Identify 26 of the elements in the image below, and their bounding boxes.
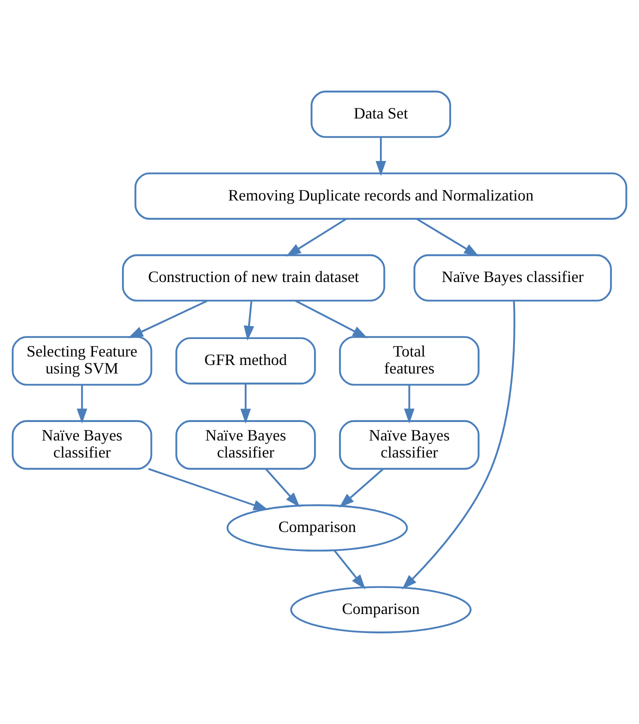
arrow: [376, 137, 386, 176]
arrow: [402, 300, 516, 590]
node-box: Naïve Bayes classifier: [413, 254, 612, 302]
node-box: Selecting Feature using SVM: [12, 336, 152, 386]
arrow: [240, 384, 251, 424]
arrow: [339, 468, 384, 508]
arrow: [265, 468, 300, 508]
node-box: Removing Duplicate records and Normalization: [134, 172, 628, 220]
arrow: [244, 300, 254, 341]
arrow: [334, 550, 366, 590]
arrow: [148, 468, 268, 510]
arrow: [76, 384, 88, 424]
arrow: [294, 300, 368, 338]
node-ellipse: Comparison: [290, 586, 472, 634]
node-box: Construction of new train dataset: [122, 254, 386, 302]
node-box: GFR method: [175, 337, 316, 384]
arrow: [286, 218, 347, 257]
node-box: Naïve Bayes classifier: [12, 420, 152, 470]
node-box: Data Set: [310, 90, 452, 138]
arrow: [128, 300, 208, 338]
node-box: Naïve Bayes classifier: [175, 420, 316, 470]
arrow: [416, 218, 480, 256]
arrow: [404, 384, 415, 424]
node-ellipse: Comparison: [226, 504, 408, 552]
node-box: Total features: [339, 336, 480, 386]
node-box: Naïve Bayes classifier: [339, 420, 480, 470]
